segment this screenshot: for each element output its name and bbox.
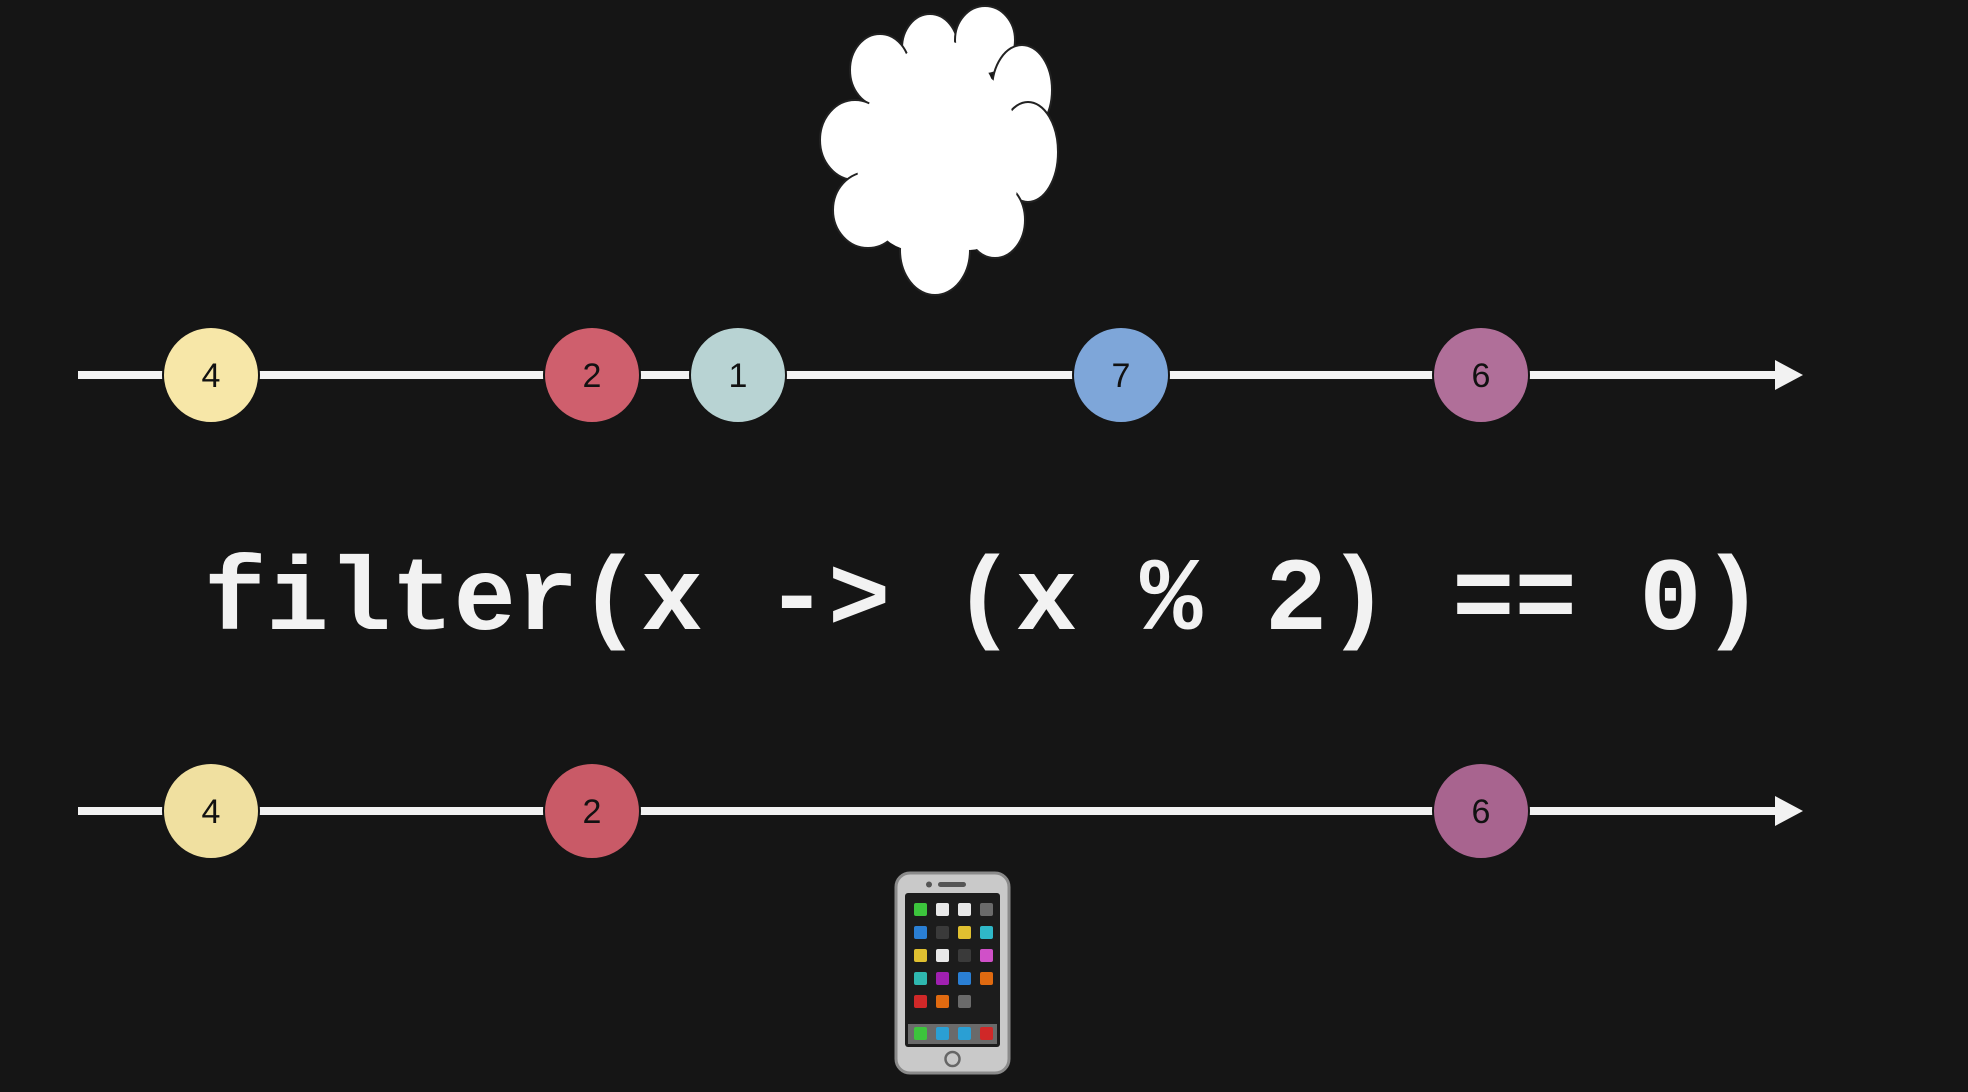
marble-label: 7 [1112, 357, 1131, 395]
marble-2: 2 [543, 326, 641, 424]
smartphone-icon [894, 871, 1011, 1075]
cloud-icon [819, 5, 1059, 296]
marble-label: 4 [202, 793, 221, 831]
marble-7: 7 [1072, 326, 1170, 424]
marble-circle [162, 326, 260, 424]
input-stream: 4 2 1 7 6 [78, 326, 1803, 424]
marble-circle [162, 762, 260, 860]
marble-4: 4 [162, 326, 260, 424]
filter-operator-code: filter(x -> (x % 2) == 0) [203, 543, 1765, 661]
marble-label: 4 [202, 357, 221, 395]
marble-circle [543, 762, 641, 860]
marble-label: 1 [729, 357, 748, 395]
marble-label: 6 [1472, 793, 1491, 831]
marble-label: 6 [1472, 357, 1491, 395]
marble-6: 6 [1432, 326, 1530, 424]
marble-label: 2 [583, 357, 602, 395]
marble-6: 6 [1432, 762, 1530, 860]
input-arrowhead [1775, 360, 1803, 390]
marble-circle [1432, 326, 1530, 424]
marble-circle [1072, 326, 1170, 424]
marble-1: 1 [689, 326, 787, 424]
output-arrowhead [1775, 796, 1803, 826]
output-stream: 4 2 6 [78, 762, 1803, 860]
marble-label: 2 [583, 793, 602, 831]
marble-circle [543, 326, 641, 424]
marble-2: 2 [543, 762, 641, 860]
marble-4: 4 [162, 762, 260, 860]
marble-circle [1432, 762, 1530, 860]
marble-circle [689, 326, 787, 424]
